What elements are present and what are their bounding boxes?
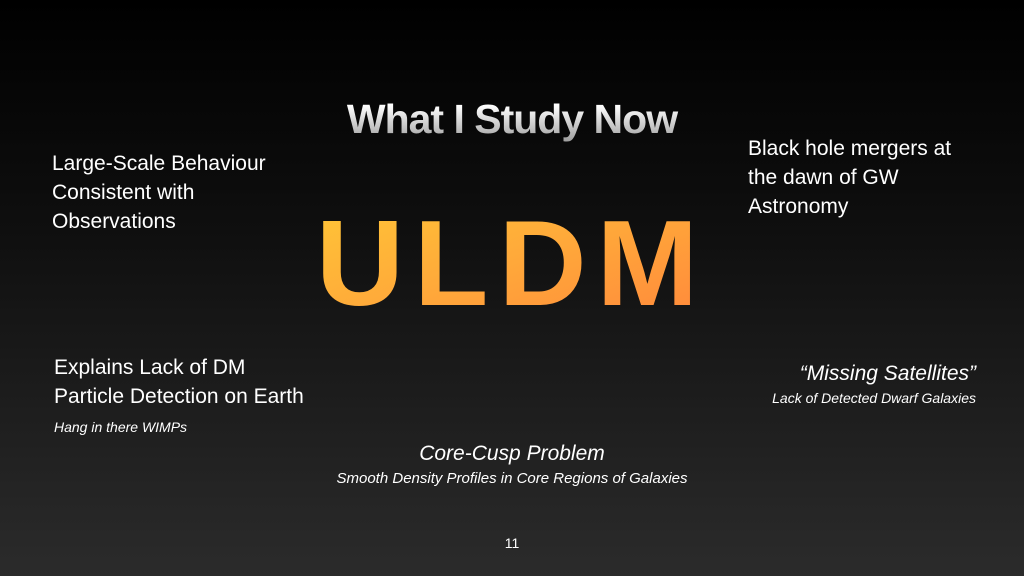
text-line: Particle Detection on Earth (54, 385, 304, 408)
text-line: Observations (52, 210, 176, 233)
headline: ULDM (0, 198, 1024, 328)
bottom-center-text: Core-Cusp Problem Smooth Density Profile… (0, 439, 1024, 487)
text-line: Astronomy (748, 195, 849, 218)
bottom-left-text: Explains Lack of DM Particle Detection o… (54, 353, 304, 435)
bottom-right-text: “Missing Satellites” Lack of Detected Dw… (772, 359, 976, 406)
text-line: Consistent with (52, 181, 195, 204)
top-left-text: Large-Scale Behaviour Consistent with Ob… (52, 149, 266, 236)
note: Lack of Detected Dwarf Galaxies (772, 390, 976, 406)
note: Hang in there WIMPs (54, 419, 188, 435)
note: Smooth Density Profiles in Core Regions … (336, 470, 688, 487)
heading: “Missing Satellites” (799, 362, 976, 385)
text-line: Large-Scale Behaviour (52, 152, 266, 175)
text-line: the dawn of GW (748, 166, 899, 189)
page-number: 11 (504, 535, 520, 551)
text-line: Black hole mergers at (748, 137, 952, 160)
heading: Core-Cusp Problem (419, 442, 605, 465)
text-line: Explains Lack of DM (54, 356, 246, 379)
top-right-text: Black hole mergers at the dawn of GW Ast… (748, 134, 951, 221)
slide-title: What I Study Now (0, 96, 1024, 143)
